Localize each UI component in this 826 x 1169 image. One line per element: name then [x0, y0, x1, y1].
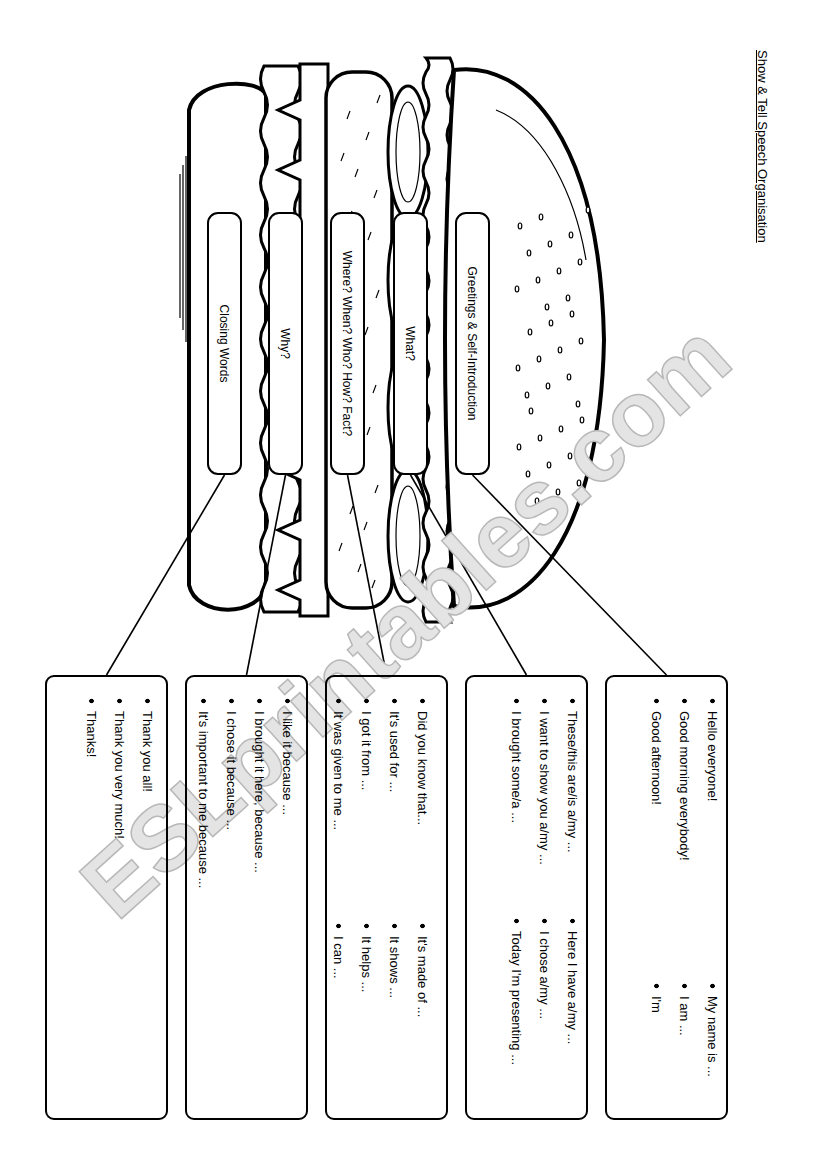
sesame-seed [548, 241, 552, 247]
phrase-item: I'm [649, 982, 664, 1013]
sesame-seed [525, 392, 529, 398]
patty-texture [350, 506, 353, 514]
phrase-item: Thank you very much! [112, 697, 127, 839]
phrase-item: Here I have a/my ... [565, 917, 580, 1044]
phrase-box: Thank you all! Thank you very much! Thanks… [45, 675, 168, 1120]
sesame-seed [567, 374, 571, 380]
label-text: What? [404, 326, 418, 361]
phrase-item: These/this are/is a/my ... [565, 697, 580, 853]
patty-texture [358, 564, 361, 572]
label-text: Where? When? Who? How? Fact? [341, 251, 355, 436]
cheese-slice [278, 64, 328, 616]
section-label: Closing Words [207, 212, 242, 475]
sesame-seed [545, 304, 549, 310]
phrase-item: Good morning everybody! [677, 697, 692, 861]
patty-texture [367, 427, 370, 435]
patty-texture [347, 111, 350, 119]
phrase-item: Did you know that... [415, 697, 430, 825]
sesame-seed [539, 214, 543, 220]
phrase-item: I can ... [331, 922, 346, 979]
section-label: Greetings & Self-Introduction [455, 212, 490, 475]
label-text: Greetings & Self-Introduction [466, 266, 480, 420]
bottom-bun [189, 84, 266, 610]
phrase-item: I brought some/a ... [509, 697, 524, 823]
tomato-inner [396, 102, 420, 202]
patty-texture [364, 522, 367, 530]
phrase-item: Hello everyone! [705, 697, 720, 801]
phrase-item: I am ... [677, 982, 692, 1036]
label-text: Why? [279, 328, 293, 359]
phrase-item: Today I'm presenting ... [509, 917, 524, 1065]
patty-texture [368, 232, 371, 240]
sesame-seed [528, 329, 532, 335]
patty-texture [377, 95, 380, 103]
sesame-seed [558, 347, 562, 353]
patty-texture [355, 169, 358, 177]
phrase-box: These/this are/is a/my ... I want to show… [465, 675, 588, 1120]
patty-texture [339, 543, 342, 551]
section-label: Why? [268, 212, 303, 475]
section-label: What? [393, 212, 428, 475]
phrase-item: It shows ... [387, 922, 402, 998]
sesame-seed [527, 250, 531, 256]
phrase-box: I like it because ... I brought it here, … [185, 675, 308, 1120]
sesame-seed [570, 311, 574, 317]
sesame-seed [518, 223, 522, 229]
phrase-item: Thank you all! [140, 697, 155, 792]
phrase-item: I chose it because ... [224, 697, 239, 830]
tomato-slice [388, 86, 428, 218]
shadow-hatch [185, 156, 186, 342]
shadow-hatch [182, 165, 183, 330]
phrase-item: I got it from ... [359, 697, 374, 790]
patty-texture [341, 153, 344, 161]
section-label: Where? When? Who? How? Fact? [330, 212, 365, 475]
sesame-seed [537, 356, 541, 362]
sesame-seed [546, 383, 550, 389]
sesame-seed [536, 277, 540, 283]
phrase-item: It's used for ... [387, 697, 402, 792]
patty-texture [376, 290, 379, 298]
sesame-seed [569, 232, 573, 238]
patty-texture [366, 132, 369, 140]
sesame-seed [529, 408, 533, 414]
phrase-item: Thanks! [84, 697, 99, 757]
sesame-seed [578, 259, 582, 265]
phrase-item: I like it because ... [280, 697, 295, 815]
sesame-seed [557, 268, 561, 274]
sesame-seed [579, 338, 583, 344]
patty-texture [375, 485, 378, 493]
phrase-item: I brought it here, because ... [252, 697, 267, 873]
leader-line [107, 475, 225, 675]
patty-texture [374, 190, 377, 198]
sesame-seed [586, 207, 590, 213]
leader-line [247, 475, 286, 675]
phrase-box: Did you know that... It's used for ... I g… [325, 675, 448, 1120]
bun-highlight [496, 110, 586, 260]
sesame-seed [566, 295, 570, 301]
patty-texture [373, 385, 376, 393]
phrase-item: I chose a/my ... [537, 917, 552, 1019]
sesame-seed [515, 286, 519, 292]
patty [326, 72, 392, 608]
shadow-hatch [179, 174, 180, 318]
phrase-item: Good afternoon! [649, 697, 664, 805]
phrase-item: It's made of ... [415, 922, 430, 1017]
phrase-item: I want to show you a/my ... [537, 697, 552, 865]
phrase-item: It's important to me because ... [196, 697, 211, 888]
label-text: Closing Words [218, 305, 232, 383]
patty-texture [365, 327, 368, 335]
page-title: Show & Tell Speech Organisation [755, 50, 770, 243]
phrase-item: My name is ... [705, 982, 720, 1077]
sesame-seed [516, 365, 520, 371]
phrase-item: It helps ... [359, 922, 374, 992]
phrase-box: Hello everyone! Good morning everybody! Go… [605, 675, 728, 1120]
sesame-seed [549, 320, 553, 326]
phrase-item: It was given to me ... [331, 697, 346, 830]
